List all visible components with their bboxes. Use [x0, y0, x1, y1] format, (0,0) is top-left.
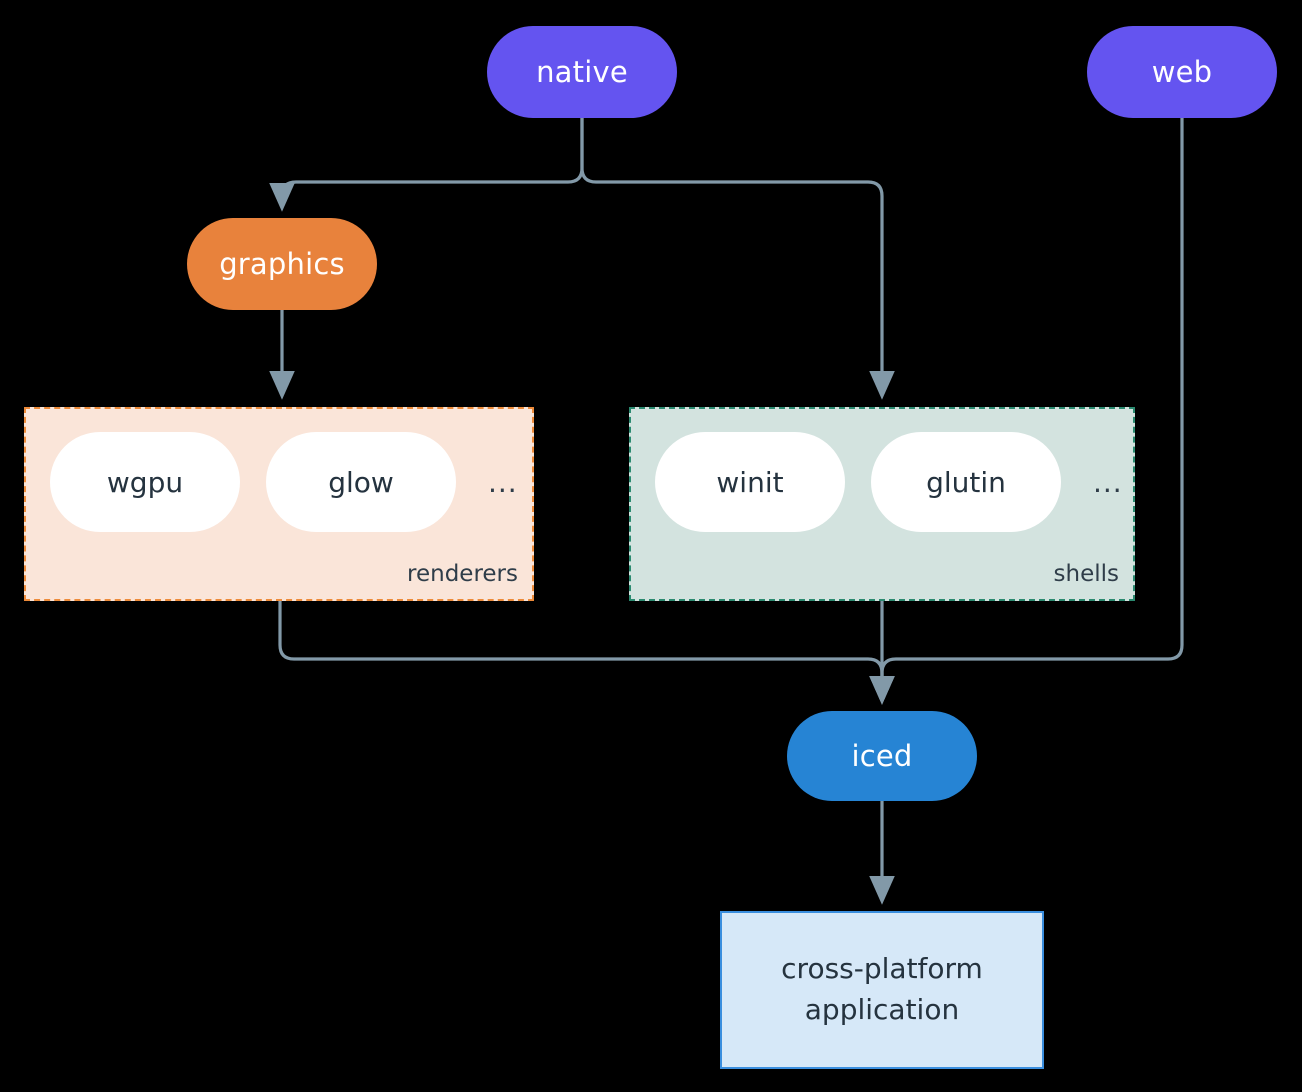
shells-chip-row: winit glutin ...: [655, 432, 1123, 532]
application-label-line-1: cross-platform: [781, 952, 983, 986]
renderers-chip-row: wgpu glow ...: [50, 432, 518, 532]
edge-native-to-graphics: [269, 118, 584, 212]
cluster-shells: winit glutin ... shells: [629, 407, 1135, 601]
shells-overflow-ellipsis: ...: [1093, 465, 1123, 499]
cluster-renderers-label: renderers: [407, 561, 518, 587]
cluster-renderers: wgpu glow ... renderers: [24, 407, 534, 601]
chip-glow[interactable]: glow: [266, 432, 456, 532]
chip-winit-label: winit: [716, 465, 784, 499]
edge-native-to-shells: [580, 118, 895, 400]
chip-glutin-label: glutin: [926, 465, 1006, 499]
renderers-overflow-ellipsis: ...: [488, 465, 518, 499]
node-graphics[interactable]: graphics: [187, 218, 377, 310]
edge-renderers-to-iced: [278, 601, 895, 705]
node-web-label: web: [1151, 54, 1213, 89]
chip-glutin[interactable]: glutin: [871, 432, 1061, 532]
chip-winit[interactable]: winit: [655, 432, 845, 532]
node-iced-label: iced: [851, 738, 913, 773]
node-cross-platform-application[interactable]: cross-platform application: [720, 911, 1044, 1069]
node-native-label: native: [536, 54, 628, 89]
chip-glow-label: glow: [328, 465, 394, 499]
node-native[interactable]: native: [487, 26, 677, 118]
cluster-shells-label: shells: [1053, 561, 1119, 587]
application-label-line-2: application: [804, 993, 960, 1026]
chip-wgpu[interactable]: wgpu: [50, 432, 240, 532]
node-graphics-label: graphics: [219, 246, 345, 281]
chip-wgpu-label: wgpu: [106, 465, 184, 499]
node-web[interactable]: web: [1087, 26, 1277, 118]
node-iced[interactable]: iced: [787, 711, 977, 801]
